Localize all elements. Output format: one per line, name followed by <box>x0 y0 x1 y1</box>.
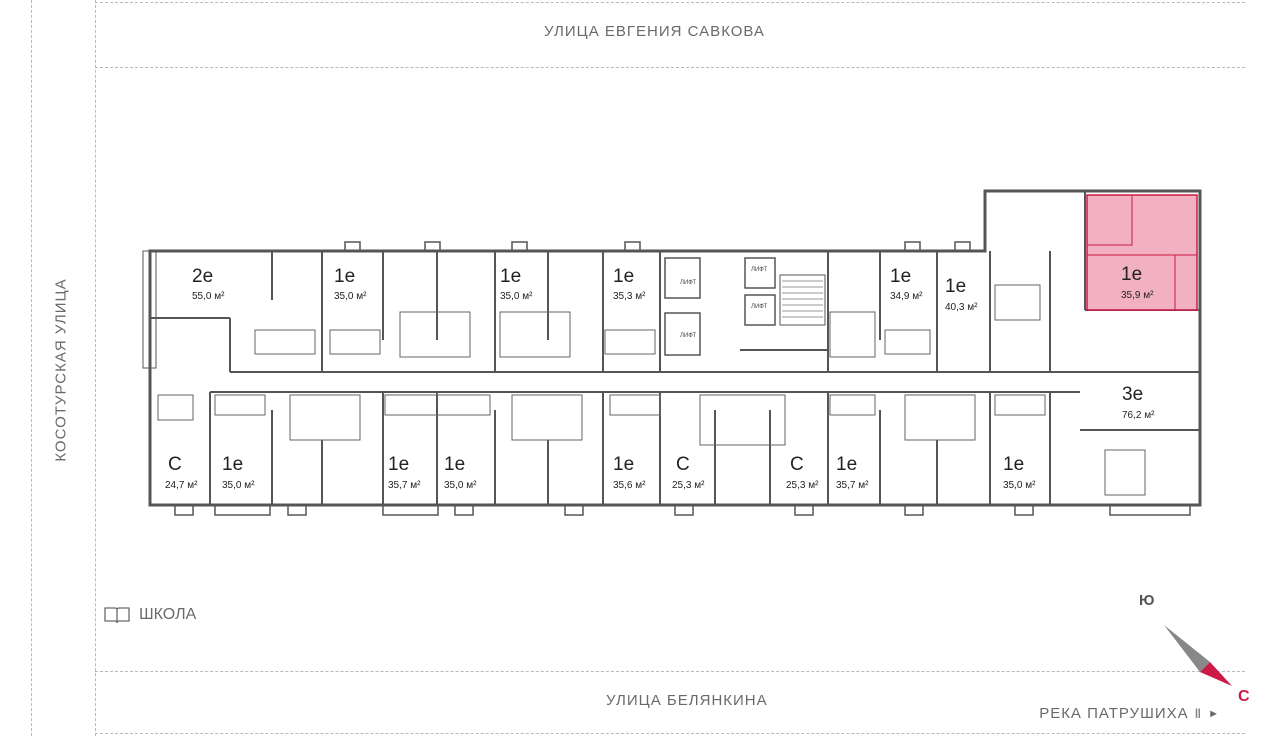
apartment-a7-selected[interactable]: 1е 35,9 м² <box>1121 264 1154 301</box>
apartment-b9[interactable]: 1е 35,0 м² <box>1003 454 1036 491</box>
compass-north-arrow <box>1200 662 1232 686</box>
south-street-top-line <box>95 671 1245 672</box>
apartment-a2[interactable]: 1е 35,0 м² <box>334 266 367 302</box>
apartment-b8[interactable]: 1е 35,7 м² <box>836 454 869 491</box>
west-street-outer-line <box>31 0 32 736</box>
apartment-area: 35,3 м² <box>613 291 646 302</box>
south-street-label: УЛИЦА БЕЛЯНКИНА <box>606 692 768 709</box>
south-street-bottom-line <box>95 733 1245 734</box>
apartment-type: 1е <box>388 454 409 475</box>
compass-north-label: С <box>1238 688 1250 705</box>
apartment-a4[interactable]: 1е 35,3 м² <box>613 266 646 302</box>
apartment-a1[interactable]: 2е 55,0 м² <box>192 266 225 302</box>
apartment-type: С <box>676 454 690 475</box>
compass-south-arrow <box>1164 625 1210 672</box>
lift-shaft-2 <box>664 312 701 356</box>
book-icon <box>104 607 130 624</box>
apartment-type: 1е <box>836 454 857 475</box>
apartment-b1[interactable]: С 24,7 м² <box>165 454 198 491</box>
apartment-type: 1е <box>222 454 243 475</box>
lift-label-3: ЛИФТ <box>751 267 767 273</box>
apartment-type: 1е <box>945 276 966 297</box>
apartment-area: 76,2 м² <box>1122 410 1155 421</box>
apartment-area: 35,0 м² <box>444 480 477 491</box>
apartment-type: 1е <box>613 454 634 475</box>
apartment-a6[interactable]: 1е 40,3 м² <box>945 276 978 313</box>
apartment-a5[interactable]: 1е 34,9 м² <box>890 266 923 302</box>
apartment-area: 35,0 м² <box>1003 480 1036 491</box>
lift-shaft-1 <box>664 257 701 299</box>
apartment-b5[interactable]: 1е 35,6 м² <box>613 454 646 491</box>
apartment-type: 1е <box>444 454 465 475</box>
apartment-area: 35,7 м² <box>836 480 869 491</box>
apartment-a8[interactable]: 3е 76,2 м² <box>1122 384 1155 421</box>
lift-shaft-4 <box>744 294 776 326</box>
apartment-type: 1е <box>500 266 521 287</box>
apartment-b2[interactable]: 1е 35,0 м² <box>222 454 255 491</box>
apartment-area: 34,9 м² <box>890 291 923 302</box>
lift-label-1: ЛИФТ <box>680 280 696 286</box>
school-landmark: ШКОЛА <box>103 606 196 624</box>
west-bay <box>142 250 157 369</box>
apartment-area: 24,7 м² <box>165 480 198 491</box>
north-street-bottom-line <box>95 67 1245 68</box>
arrow-right-icon: ► <box>1208 707 1220 720</box>
apartment-type: 1е <box>890 266 911 287</box>
apartment-type: 1е <box>334 266 355 287</box>
north-street-top-line <box>95 2 1245 3</box>
west-street-inner-line <box>95 0 96 736</box>
apartment-area: 25,3 м² <box>786 480 819 491</box>
apartment-b6[interactable]: С 25,3 м² <box>672 454 705 491</box>
apartment-b4[interactable]: 1е 35,0 м² <box>444 454 477 491</box>
lift-label-4: ЛИФТ <box>751 304 767 310</box>
apartment-type: 1е <box>613 266 634 287</box>
north-street-label: УЛИЦА ЕВГЕНИЯ САВКОВА <box>544 23 765 40</box>
apartment-a3[interactable]: 1е 35,0 м² <box>500 266 533 302</box>
apartment-type: 1е <box>1003 454 1024 475</box>
apartment-type: С <box>790 454 804 475</box>
apartment-type: 3е <box>1122 384 1143 405</box>
apartment-area: 35,9 м² <box>1121 290 1154 301</box>
apartment-b3[interactable]: 1е 35,7 м² <box>388 454 421 491</box>
apartment-area: 35,0 м² <box>334 291 367 302</box>
apartment-type: 2е <box>192 266 213 287</box>
apartment-b7[interactable]: С 25,3 м² <box>786 454 819 491</box>
river-landmark: РЕКА ПАТРУШИХА ‖ ► <box>1039 705 1220 722</box>
compass-south-label: Ю <box>1139 592 1155 609</box>
apartment-area: 40,3 м² <box>945 302 978 313</box>
apartment-area: 35,0 м² <box>500 291 533 302</box>
apartment-type: 1е <box>1121 264 1142 285</box>
staircase <box>779 274 826 326</box>
lift-shaft-3 <box>744 257 776 289</box>
apartment-area: 35,0 м² <box>222 480 255 491</box>
building-outline <box>148 189 1202 507</box>
selected-apartment <box>1086 194 1198 311</box>
lift-label-2: ЛИФТ <box>680 333 696 339</box>
river-label: РЕКА ПАТРУШИХА <box>1039 705 1189 722</box>
apartment-area: 35,7 м² <box>388 480 421 491</box>
apartment-type: С <box>168 454 182 475</box>
apartment-area: 25,3 м² <box>672 480 705 491</box>
apartment-area: 35,6 м² <box>613 480 646 491</box>
pause-icon: ‖ <box>1194 706 1203 721</box>
school-label: ШКОЛА <box>139 606 197 623</box>
apartment-area: 55,0 м² <box>192 291 225 302</box>
